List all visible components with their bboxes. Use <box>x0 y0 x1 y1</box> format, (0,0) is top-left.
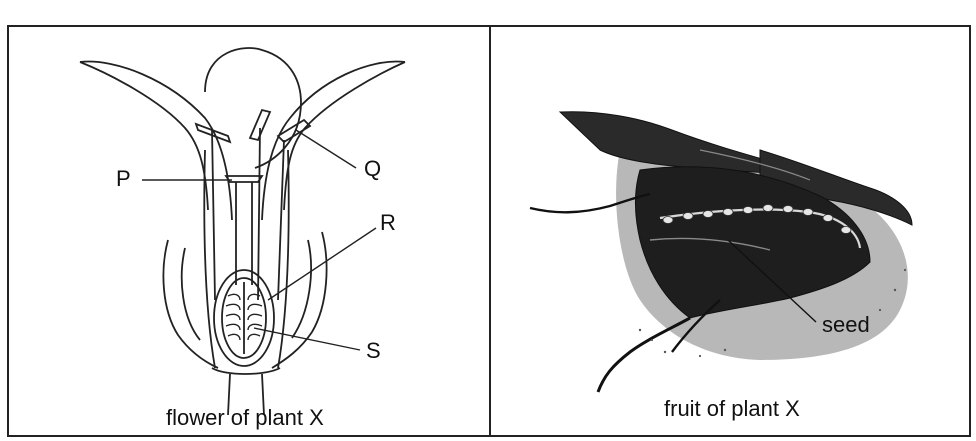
receptacle <box>212 368 280 374</box>
caption-flower: flower of plant X <box>166 405 324 431</box>
leader-line-q <box>296 130 356 168</box>
stamen-anther-right <box>278 120 310 142</box>
stamen-anther-middle <box>250 110 270 140</box>
flower-drawing <box>80 48 405 415</box>
label-q: Q <box>364 156 381 182</box>
label-s: S <box>366 338 381 364</box>
left-sepal <box>163 240 218 368</box>
label-p: P <box>116 166 131 192</box>
stigma <box>226 176 262 182</box>
label-seed: seed <box>822 312 870 338</box>
label-r: R <box>380 210 396 236</box>
right-petal-inner <box>284 62 405 210</box>
stamen-filament-left <box>212 130 215 300</box>
left-petal-outer <box>80 62 232 220</box>
stamen-filament-right <box>278 140 284 300</box>
leader-line-s <box>254 328 360 350</box>
caption-fruit: fruit of plant X <box>664 396 800 422</box>
leader-line-r <box>268 228 376 300</box>
stamen-filament-middle <box>258 128 260 300</box>
left-petal-inner <box>80 62 208 210</box>
fruit-drawing <box>530 112 912 392</box>
top-petal <box>205 48 301 168</box>
